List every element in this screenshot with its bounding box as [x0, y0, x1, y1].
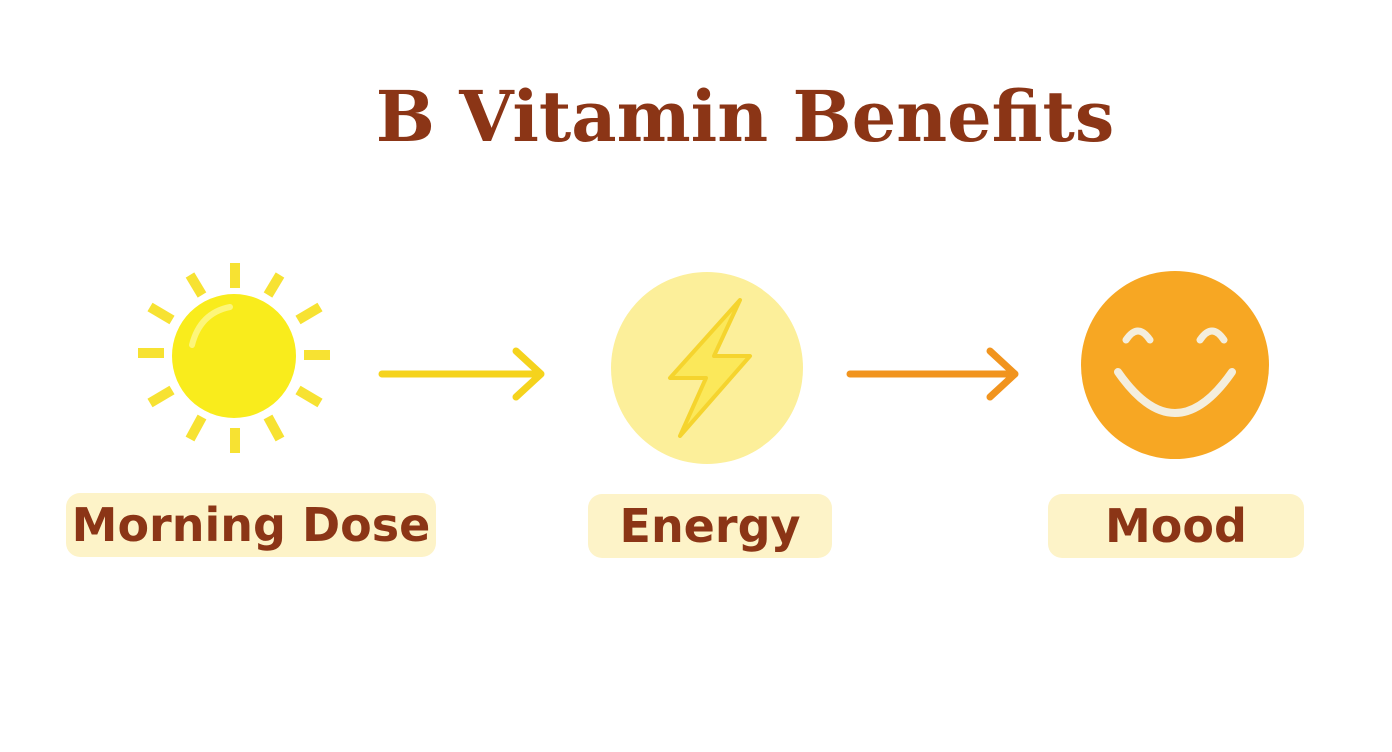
sun-icon [138, 263, 330, 453]
step-label-energy: Energy [588, 494, 832, 558]
step-label-mood: Mood [1048, 494, 1304, 558]
arrow-right-icon [846, 347, 1019, 401]
step-label-morning-dose: Morning Dose [66, 493, 436, 557]
smiley-face-icon [1081, 271, 1269, 459]
lightning-bolt-icon [611, 272, 803, 464]
arrow-right-icon [378, 347, 545, 401]
page-title: B Vitamin Benefits [375, 75, 1115, 158]
